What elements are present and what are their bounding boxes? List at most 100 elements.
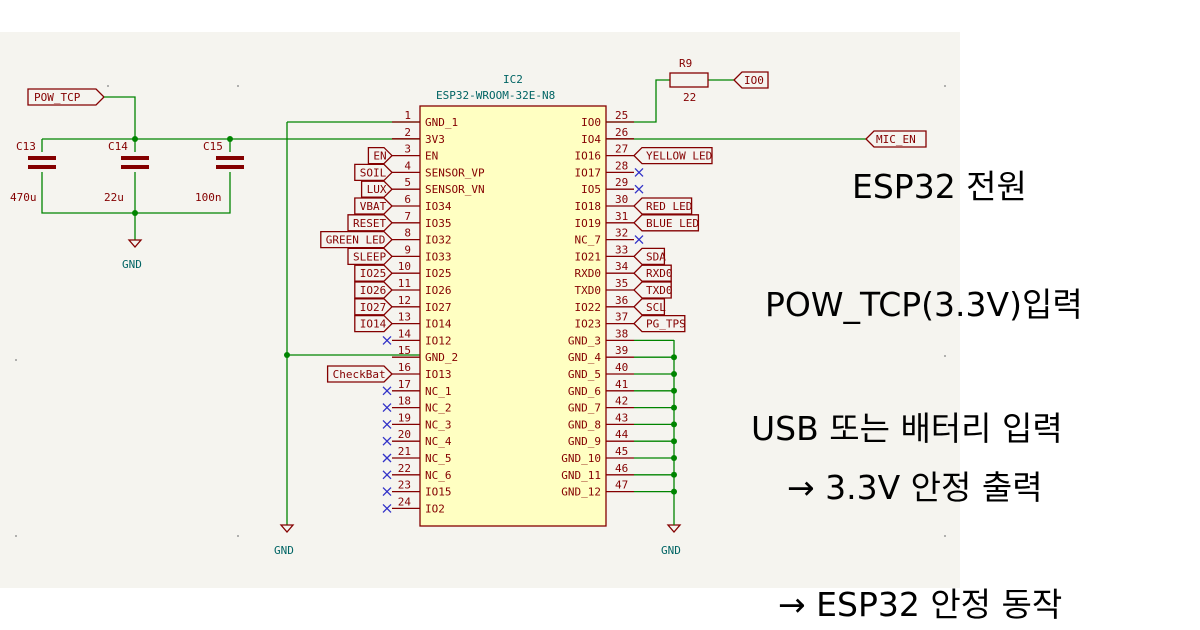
annotation-power-input: POW_TCP(3.3V)입력 bbox=[765, 285, 1083, 324]
pin-name-41: GND_6 bbox=[568, 385, 601, 398]
pin-name-32: NC_7 bbox=[575, 234, 602, 247]
signal-label-text-5: LUX bbox=[367, 183, 387, 196]
pin-name-31: IO19 bbox=[575, 217, 602, 230]
ic-value: ESP32-WROOM-32E-N8 bbox=[436, 89, 555, 102]
pin-number-40: 40 bbox=[615, 361, 628, 374]
gnd-symbol-caps: GND bbox=[122, 239, 143, 271]
mic-en-label-text: MIC_EN bbox=[876, 133, 916, 146]
annotation-usb-battery: USB 또는 배터리 입력 bbox=[751, 409, 1063, 448]
pin-number-10: 10 bbox=[398, 260, 411, 273]
pin-number-1: 1 bbox=[404, 109, 411, 122]
signal-label-text-3: EN bbox=[373, 150, 386, 163]
no-connect-marker-24-b bbox=[382, 503, 392, 513]
signal-label-text-12: IO27 bbox=[360, 301, 387, 314]
pin-number-34: 34 bbox=[615, 260, 629, 273]
pin-number-47: 47 bbox=[615, 479, 628, 492]
pin-number-12: 12 bbox=[398, 294, 411, 307]
sheet-dot-3 bbox=[15, 359, 17, 361]
no-connect-marker-24 bbox=[382, 503, 392, 513]
pow-tcp-label: POW_TCP bbox=[27, 88, 105, 106]
pin-number-2: 2 bbox=[404, 126, 411, 139]
pin-number-18: 18 bbox=[398, 395, 411, 408]
sheet-dot-6 bbox=[15, 535, 17, 537]
signal-label-8 bbox=[320, 230, 393, 249]
sheet-dot-1 bbox=[237, 85, 239, 87]
no-connect-marker-32-b bbox=[634, 235, 644, 245]
pin-number-25: 25 bbox=[615, 109, 628, 122]
left-pin-3: 3EN EN bbox=[367, 143, 438, 165]
pin-number-14: 14 bbox=[398, 327, 412, 340]
pin-number-28: 28 bbox=[615, 159, 628, 172]
capacitor-c15: C15 100n bbox=[195, 140, 244, 204]
pin-name-1: GND_1 bbox=[425, 116, 458, 129]
io0-label: IO0 bbox=[733, 71, 769, 89]
io0-label-text: IO0 bbox=[744, 74, 764, 87]
signal-label-5 bbox=[360, 180, 393, 198]
capacitor-c14: C14 22u bbox=[104, 140, 149, 204]
signal-label-text-7: RESET bbox=[353, 217, 386, 230]
signal-label-text-27: YELLOW LED bbox=[646, 150, 712, 163]
gnd-junction-44 bbox=[671, 438, 677, 445]
pin-name-13: IO14 bbox=[425, 318, 452, 331]
capacitor-c13: C13 470u bbox=[10, 140, 56, 204]
no-connect-marker-14-b bbox=[382, 335, 392, 345]
signal-label-text-31: BLUE LED bbox=[646, 217, 699, 230]
signal-label-text-10: IO25 bbox=[360, 267, 387, 280]
no-connect-marker-29-b bbox=[634, 184, 644, 194]
pin-number-42: 42 bbox=[615, 395, 628, 408]
sheet-grid-dots bbox=[15, 85, 946, 537]
sheet-dot-0 bbox=[107, 85, 109, 87]
c13-ref: C13 bbox=[16, 140, 36, 153]
pin-name-30: IO18 bbox=[575, 200, 602, 213]
ic-ref: IC2 bbox=[503, 73, 523, 86]
sheet-dot-4 bbox=[944, 355, 946, 357]
pin-name-23: IO15 bbox=[425, 486, 452, 499]
signal-label-3 bbox=[367, 146, 393, 165]
pin-number-24: 24 bbox=[398, 495, 412, 508]
pin-number-37: 37 bbox=[615, 311, 628, 324]
r9-ref: R9 bbox=[679, 57, 692, 70]
no-connect-marker-22-b bbox=[382, 470, 392, 480]
no-connect-marker-14 bbox=[382, 335, 392, 345]
pin-number-45: 45 bbox=[615, 445, 628, 458]
signal-label-36 bbox=[633, 298, 666, 316]
pin-name-3: EN bbox=[425, 150, 438, 163]
pin-name-42: GND_7 bbox=[568, 402, 601, 415]
pin-name-25: IO0 bbox=[581, 116, 601, 129]
no-connect-marker-19-b bbox=[382, 419, 392, 429]
pin-number-11: 11 bbox=[398, 277, 411, 290]
pin-number-13: 13 bbox=[398, 311, 411, 324]
gnd-junction-40 bbox=[671, 371, 677, 377]
no-connect-marker-28 bbox=[634, 167, 644, 177]
pin-name-43: GND_8 bbox=[568, 418, 601, 431]
pin-number-3: 3 bbox=[404, 143, 411, 156]
gnd-symbol-left: GND bbox=[274, 524, 295, 557]
